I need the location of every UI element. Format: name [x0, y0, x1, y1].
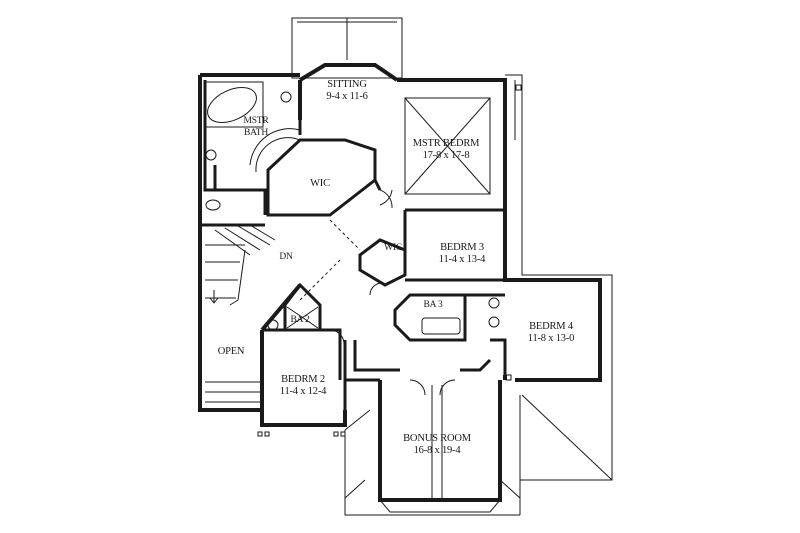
room-dim-sitting: 9-4 x 11-6 — [326, 91, 368, 102]
stair-label-dn: DN — [279, 252, 293, 262]
interior-walls — [200, 80, 507, 410]
room-name-bedrm-4: BEDRM 4 — [529, 321, 573, 332]
room-name-wic-2: WIC — [384, 243, 402, 253]
room-name-bedrm-2: BEDRM 2 — [281, 374, 325, 385]
room-dim-bedrm-4: 11-8 x 13-0 — [527, 333, 575, 344]
room-label-ba-2: BA 2 — [291, 314, 310, 326]
room-label-mstr-bath: MSTR BATH — [243, 115, 268, 139]
room-label-open: OPEN — [218, 346, 245, 358]
room-label-bonus-room: BONUS ROOM 16-8 x 19-4 — [403, 433, 471, 457]
room-dim-mstr-bath: BATH — [243, 128, 269, 138]
room-label-wic-2: WIC — [384, 242, 402, 254]
room-name-mstr-bedrm: MSTR BEDRM — [412, 138, 480, 149]
room-label-sitting: SITTING 9-4 x 11-6 — [326, 79, 368, 103]
roof-outline-right — [344, 74, 613, 516]
room-label-bedrm-3: BEDRM 3 11-4 x 13-4 — [438, 242, 486, 266]
room-name-open: OPEN — [217, 346, 245, 357]
room-label-wic-1: WIC — [310, 178, 330, 190]
room-name-ba-2: BA 2 — [290, 315, 310, 325]
room-name-bonus-room: BONUS ROOM — [403, 433, 471, 444]
room-dim-bonus-room: 16-8 x 19-4 — [413, 445, 461, 456]
room-label-ba-3: BA 3 — [424, 299, 443, 311]
room-dim-mstr-bedrm: 17-8 x 17-8 — [422, 150, 470, 161]
exterior-walls — [198, 63, 602, 502]
room-name-wic-1: WIC — [310, 178, 330, 189]
room-name-bedrm-3: BEDRM 3 — [440, 242, 484, 253]
room-name-ba-3: BA 3 — [423, 300, 443, 310]
room-label-bedrm-2: BEDRM 2 11-4 x 12-4 — [279, 374, 327, 398]
room-dim-bedrm-2: 11-4 x 12-4 — [279, 386, 327, 397]
room-label-bedrm-4: BEDRM 4 11-8 x 13-0 — [527, 321, 575, 345]
room-dim-bedrm-3: 11-4 x 13-4 — [438, 254, 486, 265]
room-label-mstr-bedrm: MSTR BEDRM 17-8 x 17-8 — [413, 138, 480, 162]
room-name-sitting: SITTING — [327, 79, 367, 90]
roof-outline-top — [291, 17, 403, 79]
room-name-mstr-bath: MSTR — [243, 116, 269, 126]
fixtures-and-details — [204, 81, 522, 513]
